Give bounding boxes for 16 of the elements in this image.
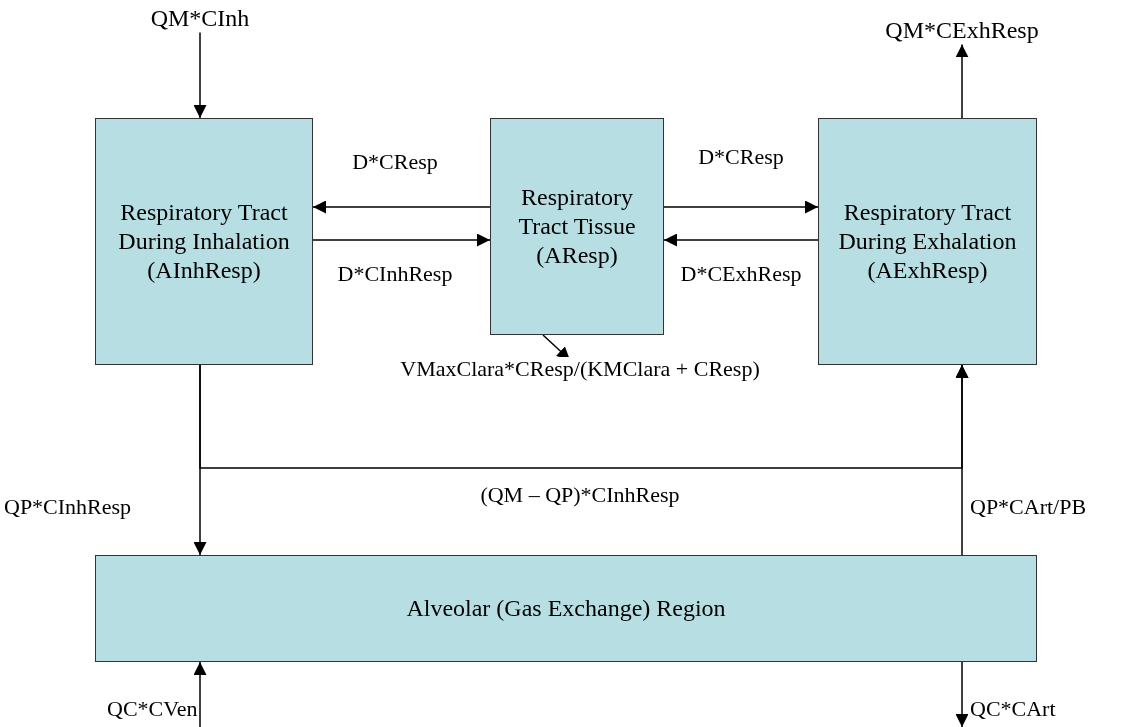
compartment-box: Respiratory Tract Tissue (AResp) xyxy=(490,118,664,335)
compartment-box: Respiratory Tract During Exhalation (AExhResp) xyxy=(818,118,1037,365)
arrow xyxy=(955,43,969,119)
arrow xyxy=(193,31,207,119)
flow-label: QM*CInh xyxy=(150,3,250,33)
arrow xyxy=(312,200,491,214)
compartment-box: Alveolar (Gas Exchange) Region xyxy=(95,555,1037,662)
arrow xyxy=(312,233,491,247)
arrow xyxy=(663,233,819,247)
arrow xyxy=(955,661,969,727)
arrow xyxy=(663,200,819,214)
flow-label: QM*CExhResp xyxy=(885,15,1039,45)
compartment-box: Respiratory Tract During Inhalation (AInhResp) xyxy=(95,118,313,365)
arrow xyxy=(193,661,207,727)
edge-label: VMaxClara*CResp/(KMClara + CResp) xyxy=(398,357,762,382)
arrow xyxy=(955,364,969,556)
